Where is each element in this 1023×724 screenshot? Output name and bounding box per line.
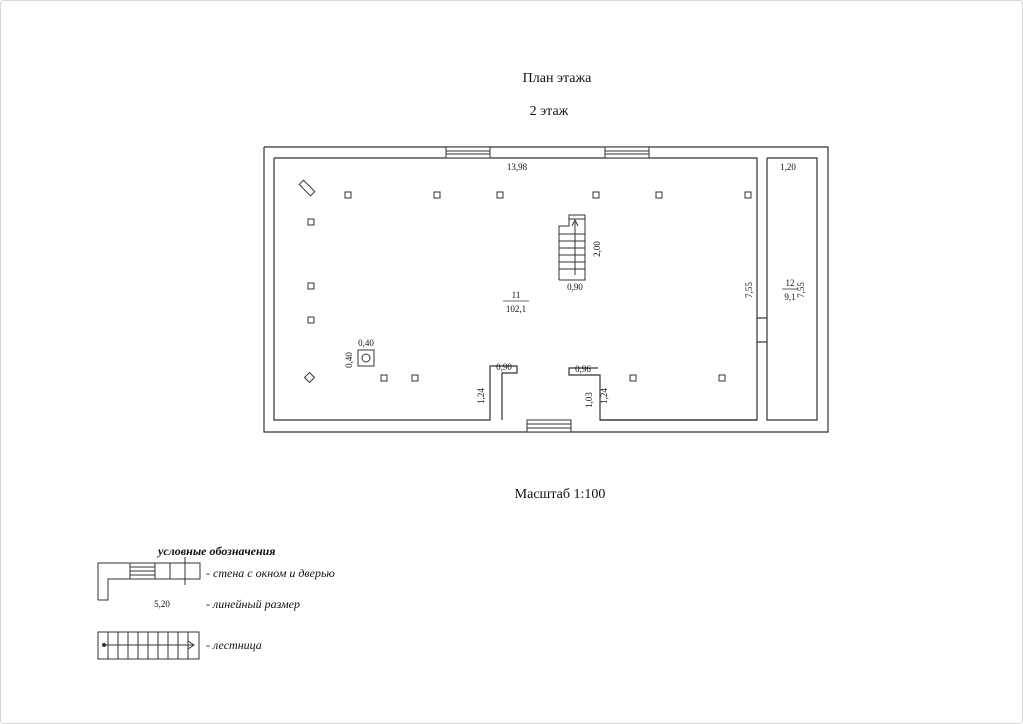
plan-title: План этажа xyxy=(523,71,592,86)
legend-dimension-text: - линейный размер xyxy=(206,597,300,611)
dim-chimney-h: 0,40 xyxy=(344,352,354,368)
legend-stair-text: - лестница xyxy=(206,638,262,652)
dim-entry-left-w: 0,90 xyxy=(496,362,512,372)
column-rotated xyxy=(303,371,316,384)
dim-stair-width: 0,90 xyxy=(567,282,583,292)
column xyxy=(655,191,663,199)
legend-title: условные обозначения xyxy=(156,544,276,558)
dim-entry-right-depth: 1,03 xyxy=(584,392,594,408)
stair xyxy=(558,214,586,281)
window-top-right xyxy=(604,146,650,159)
column xyxy=(307,282,315,290)
floor-label: 2 этаж xyxy=(530,104,569,119)
column xyxy=(307,218,315,226)
room-main-area: 102,1 xyxy=(506,304,526,314)
scale-label: Масштаб 1:100 xyxy=(515,487,606,502)
dim-top-width: 13,98 xyxy=(507,162,528,172)
column xyxy=(629,374,637,382)
legend-wall-text: - стена с окном и дверью xyxy=(206,566,335,580)
dim-chimney-w: 0,40 xyxy=(358,338,374,348)
legend-wall-symbol xyxy=(97,557,201,601)
dim-entry-left-depth: 1,24 xyxy=(476,388,486,404)
dim-entry-right-depth2: 1,24 xyxy=(599,388,609,404)
column xyxy=(380,374,388,382)
column xyxy=(592,191,600,199)
chimney xyxy=(357,349,375,367)
legend-stair-symbol xyxy=(97,631,200,660)
column xyxy=(744,191,752,199)
windows xyxy=(445,146,650,433)
room-side-area: 9,1 xyxy=(784,292,795,302)
columns xyxy=(298,179,752,384)
walls xyxy=(263,146,829,433)
column xyxy=(433,191,441,199)
room-main-number: 11 xyxy=(512,290,521,300)
dim-entry-right-w: 0,96 xyxy=(575,364,591,374)
column xyxy=(344,191,352,199)
dim-height-main: 7,55 xyxy=(744,282,754,298)
window-top-left xyxy=(445,146,491,159)
dim-side-width: 1,20 xyxy=(780,162,796,172)
legend-dimension-sample: 5,20 xyxy=(154,599,170,609)
room-side-number: 12 xyxy=(786,278,795,288)
column xyxy=(718,374,726,382)
column xyxy=(496,191,504,199)
window-bottom xyxy=(526,419,572,433)
column xyxy=(411,374,419,382)
dim-height-side: 7,55 xyxy=(796,282,806,298)
column xyxy=(307,316,315,324)
column-rotated xyxy=(298,179,316,197)
dim-stair-length: 2,00 xyxy=(592,241,602,257)
